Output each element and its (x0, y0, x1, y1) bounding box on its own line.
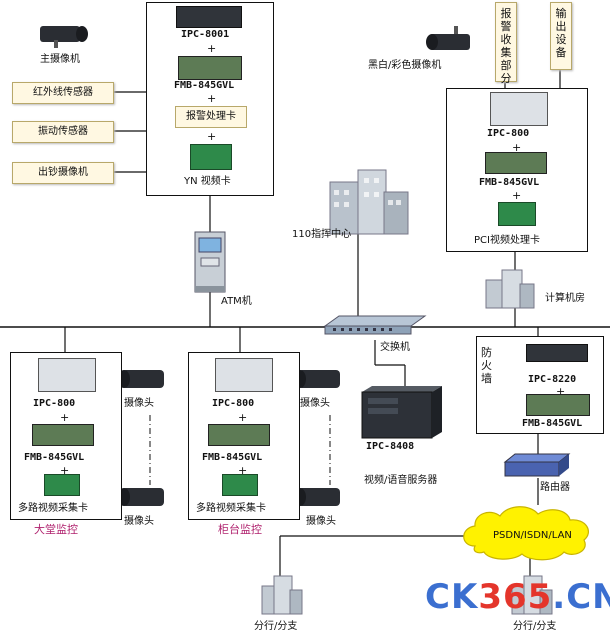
branch-label-right: 分行/分支 (513, 621, 557, 632)
camera-counter-bottom (294, 488, 340, 506)
router-device (503, 453, 571, 477)
camera-label: 摄像头 (124, 398, 154, 409)
counter-ipc-label: IPC-800 (212, 398, 255, 409)
bw-color-camera-icon (426, 26, 470, 50)
board-image (178, 56, 242, 80)
server-model-label: IPC-8408 (366, 441, 415, 452)
output-device-box: 输出设备 (550, 2, 572, 70)
board-image (526, 394, 590, 416)
network-cloud (463, 506, 589, 561)
branch-building-right (511, 575, 553, 615)
ipc-8220-label: IPC-8220 (528, 374, 577, 385)
plus-sign: + (207, 130, 217, 143)
switch-label: 交换机 (380, 342, 410, 353)
capture-card-image (44, 474, 80, 496)
server-ipc-8408 (361, 386, 442, 439)
camera-counter-top (294, 370, 340, 388)
plus-sign: + (512, 189, 522, 202)
plus-sign: + (207, 92, 217, 105)
yn-video-card-label: YN 视频卡 (184, 176, 231, 187)
building-110-center (329, 169, 409, 235)
counter-board-label: FMB-845GVL (202, 452, 263, 463)
lobby-title: 大堂监控 (34, 523, 78, 536)
atm-controller-box (146, 2, 274, 196)
board-image (208, 424, 270, 446)
camera-label: 摄像头 (124, 516, 154, 527)
board-image (485, 152, 547, 174)
main-camera-icon (40, 26, 88, 48)
vibration-sensor: 振动传感器 (12, 121, 114, 143)
fmb-board-label: FMB-845GVL (174, 80, 235, 91)
main-camera-label: 主摄像机 (40, 54, 80, 65)
board-image (32, 424, 94, 446)
counter-ipc-unit (215, 358, 273, 392)
plus-sign: + (512, 141, 522, 154)
video-card-image (190, 144, 232, 170)
infrared-sensor: 红外线传感器 (12, 82, 114, 104)
server-label: 视频/语音服务器 (364, 475, 438, 486)
camera-label: 摄像头 (300, 398, 330, 409)
plus-sign: + (238, 464, 248, 477)
plus-sign: + (60, 464, 70, 477)
plus-sign: + (556, 385, 566, 398)
ipc-800-label: IPC-800 (487, 128, 530, 139)
pci-card-image (498, 202, 536, 226)
camera-lobby-top (118, 370, 164, 388)
branch-building-left (261, 575, 303, 615)
lobby-card-label: 多路视频采集卡 (18, 503, 88, 514)
computer-room-label: 计算机房 (545, 293, 585, 304)
branch-label-left: 分行/分支 (254, 621, 298, 632)
plus-sign: + (207, 42, 217, 55)
camera-lobby-bottom (118, 488, 164, 506)
alarm-processing-card: 报警处理卡 (175, 106, 247, 128)
camera-label: 摄像头 (306, 516, 336, 527)
center-110-label: 110指挥中心 (292, 229, 352, 240)
plus-sign: + (238, 411, 248, 424)
lobby-ipc-unit (38, 358, 96, 392)
ipc-8001-unit (176, 6, 242, 28)
lobby-board-label: FMB-845GVL (24, 452, 85, 463)
ck365-logo: CK365.CN (425, 577, 610, 617)
capture-card-image (222, 474, 258, 496)
fmb-board-label: FMB-845GVL (479, 177, 540, 188)
atm-label: ATM机 (221, 296, 252, 307)
alarm-receiver-box: 报警收集部分 (495, 2, 517, 85)
pci-card-label: PCI视频处理卡 (474, 235, 540, 246)
lobby-ipc-label: IPC-800 (33, 398, 76, 409)
plus-sign: + (60, 411, 70, 424)
cloud-label: PSDN/ISDN/LAN (493, 530, 572, 541)
atm-machine (194, 231, 226, 293)
firewall-board-label: FMB-845GVL (522, 418, 583, 429)
ipc-8001-label: IPC-8001 (181, 29, 230, 40)
ipc-8220-unit (526, 344, 588, 362)
router-label: 路由器 (540, 482, 570, 493)
network-switch (323, 315, 427, 335)
counter-title: 柜台监控 (218, 523, 262, 536)
bw-color-camera-label: 黑白/彩色摄像机 (368, 60, 442, 71)
firewall-wall-label-wrap: 防火墙 (481, 346, 492, 385)
building-computer-room (485, 269, 535, 309)
ipc-800-unit (490, 92, 548, 126)
counter-card-label: 多路视频采集卡 (196, 503, 266, 514)
cash-camera: 出钞摄像机 (12, 162, 114, 184)
